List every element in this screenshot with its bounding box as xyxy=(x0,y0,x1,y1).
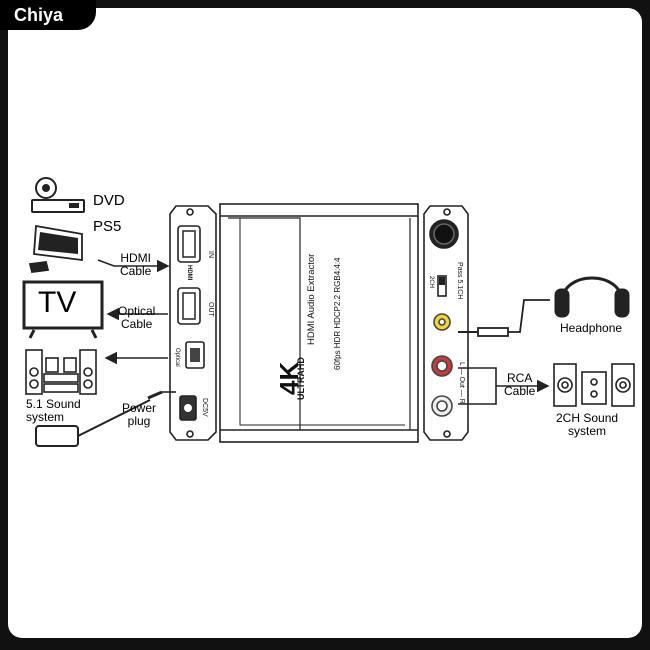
hdmi-cable-label-line1: HDMI xyxy=(120,251,152,265)
headphone-label: Headphone xyxy=(560,321,623,335)
stereo-speakers-icon xyxy=(553,363,635,407)
lr-out-label: L — Out — R xyxy=(458,362,465,404)
hdmi-cable-arrow xyxy=(97,259,170,273)
power-plug-label-line1: Power xyxy=(122,401,157,415)
surround-system-label: 5.1 Sound system xyxy=(26,398,81,423)
optical-cable-label: Optical Cable xyxy=(118,305,155,330)
hdmi-audio-extractor-device xyxy=(169,203,469,443)
surround-system-label-line1: 5.1 Sound xyxy=(26,397,81,411)
surround-system-label-line2: system xyxy=(26,409,65,424)
device-4k-badge: 4K xyxy=(274,362,304,395)
tv-icon xyxy=(22,280,104,339)
port-out-label: OUT xyxy=(207,302,214,318)
rca-cable-label-line2: Cable xyxy=(504,383,536,398)
rca-cable-label: RCA Cable xyxy=(504,372,535,397)
mode-pass-label: Pass 5.1CH xyxy=(456,262,463,299)
dvd-label: DVD xyxy=(93,192,125,209)
hdmi-cable-label: HDMI Cable xyxy=(120,252,151,277)
stereo-system-label-line1: 2CH Sound xyxy=(556,411,619,425)
mode-2ch-label: 2CH xyxy=(428,276,434,288)
device-title: HDMI Audio Extractor xyxy=(306,254,317,345)
rca-cable-label-line1: RCA xyxy=(507,371,533,385)
device-subtitle: 60fps HDR HDCP2.2 RGB4:4:4 xyxy=(333,257,342,370)
hdmi-cable-label-line2: Cable xyxy=(120,263,152,278)
brand-tab: Chiya xyxy=(0,0,96,30)
stereo-system-label: 2CH Sound system xyxy=(556,412,618,437)
ps5-console-icon xyxy=(28,224,83,273)
rca-cable-arrow xyxy=(458,367,550,405)
tv-label: TV xyxy=(38,286,77,319)
power-adapter-icon xyxy=(35,390,163,447)
port-in-label: IN xyxy=(207,251,214,258)
brand-logo: Chiya xyxy=(14,5,64,25)
hdmi-logo-label: HDMI xyxy=(186,265,192,281)
headphone-cable xyxy=(458,299,550,337)
power-plug-label: Power plug xyxy=(122,402,156,427)
port-dc-label: DC5V xyxy=(201,398,208,417)
optical-cable-label-line1: Optical xyxy=(118,304,156,318)
power-plug-label-line2: plug xyxy=(127,413,151,428)
surround-system-icon xyxy=(25,349,97,395)
headphone-icon xyxy=(554,276,630,318)
stereo-system-label-line2: system xyxy=(568,423,607,438)
device-ultrahd-badge: ULTRAHD xyxy=(296,357,306,400)
optical-cable-label-line2: Cable xyxy=(121,316,153,331)
ps5-label: PS5 xyxy=(93,218,122,235)
dvd-player-icon xyxy=(31,177,85,213)
port-optical-label: Optical xyxy=(174,348,180,367)
